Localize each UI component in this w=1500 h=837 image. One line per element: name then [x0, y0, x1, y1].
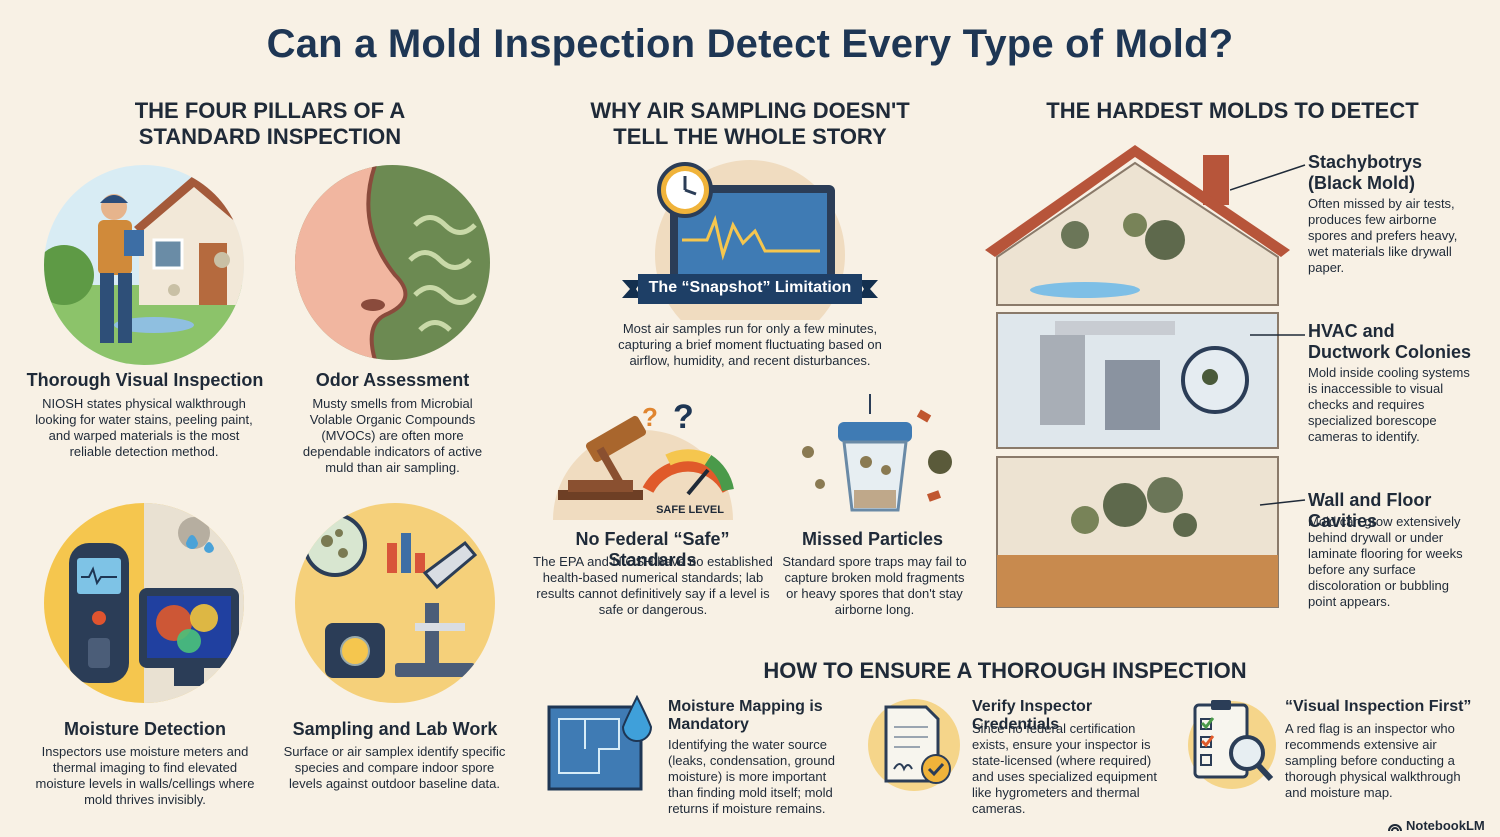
ensure-heading: HOW TO ENSURE A THOROUGH INSPECTION	[763, 658, 1247, 683]
microscope-icon	[295, 503, 495, 703]
hardest-stachy-title: Stachybotrys (Black Mold)	[1308, 152, 1423, 193]
moisture-meter-icon	[44, 503, 244, 703]
hardest-hvac-body: Mold inside cooling systems is inaccessi…	[1308, 365, 1470, 444]
pillar-visual-title: Thorough Visual Inspection	[26, 370, 264, 390]
ensure-mapping-body: Identifying the water source (leaks, con…	[668, 737, 835, 816]
missed-particles-title: Missed Particles	[801, 529, 944, 549]
ensure-credentials-body: Since no federal certification exists, e…	[972, 721, 1158, 816]
checklist-icon	[1185, 695, 1280, 790]
air-heading: WHY AIR SAMPLING DOESN'T TELL THE WHOLE …	[590, 98, 910, 149]
pillars-heading: THE FOUR PILLARS OF A STANDARD INSPECTIO…	[134, 98, 406, 149]
ensure-mapping-title: Moisture Mapping is Mandatory	[668, 698, 823, 733]
pillar-sampling-title: Sampling and Lab Work	[292, 719, 498, 739]
missed-particles-body: Standard spore traps may fail to capture…	[782, 554, 967, 617]
hardest-stachy-body: Often missed by air tests, produces few …	[1308, 196, 1458, 275]
no-standards-title: No Federal “Safe” Standards	[575, 529, 730, 570]
snapshot-banner-text: The “Snapshot” Limitation	[648, 279, 852, 296]
no-standards-body: The EPA and NIOSH have no established he…	[533, 554, 773, 617]
certificate-icon	[868, 697, 960, 792]
nose-icon	[295, 165, 490, 360]
gavel-gauge-icon: ? ?	[548, 398, 738, 520]
hardest-heading: THE HARDEST MOLDS TO DETECT	[1046, 98, 1419, 123]
snapshot-body: Most air samples run for only a few minu…	[618, 321, 882, 368]
pillar-moisture-title: Moisture Detection	[63, 719, 227, 739]
pillar-odor-title: Odor Assessment	[315, 370, 470, 390]
brand-text: NotebookLM	[1406, 818, 1485, 833]
inspector-icon	[44, 165, 244, 365]
hardest-cavities-title: Wall and Floor Cavities	[1308, 490, 1432, 531]
pillar-visual-body: NIOSH states physical walkthrough lookin…	[35, 396, 253, 459]
callout-lines	[1230, 164, 1306, 506]
svg-text:?: ?	[642, 402, 658, 432]
hardest-hvac-title: HVAC and Ductwork Colonies	[1308, 321, 1472, 362]
spore-trap-icon	[790, 392, 960, 520]
notebooklm-icon	[1388, 824, 1402, 832]
snapshot-banner: The “Snapshot” Limitation	[622, 274, 878, 304]
ensure-credentials-title: Verify Inspector Credentials	[972, 698, 1093, 733]
svg-text:?: ?	[673, 398, 694, 436]
pillar-sampling-body: Surface or air samplex identify specific…	[283, 744, 506, 791]
page-title: Can a Mold Inspection Detect Every Type …	[266, 22, 1234, 66]
ensure-visual-first-title: “Visual Inspection First”	[1285, 698, 1472, 715]
brand-logo: NotebookLM	[1388, 818, 1494, 834]
pillar-odor-body: Musty smells from Microbial Volable Orga…	[302, 396, 483, 475]
hardest-cavities-body: Mold can grow extensively behind drywall…	[1308, 514, 1463, 609]
ensure-visual-first-body: A red flag is an inspector who recommend…	[1285, 721, 1461, 800]
blueprint-icon	[545, 695, 660, 795]
safe-level-label: SAFE LEVEL	[656, 504, 724, 516]
house-cutaway-icon	[985, 145, 1290, 635]
pillar-moisture-body: Inspectors use moisture meters and therm…	[35, 744, 255, 807]
